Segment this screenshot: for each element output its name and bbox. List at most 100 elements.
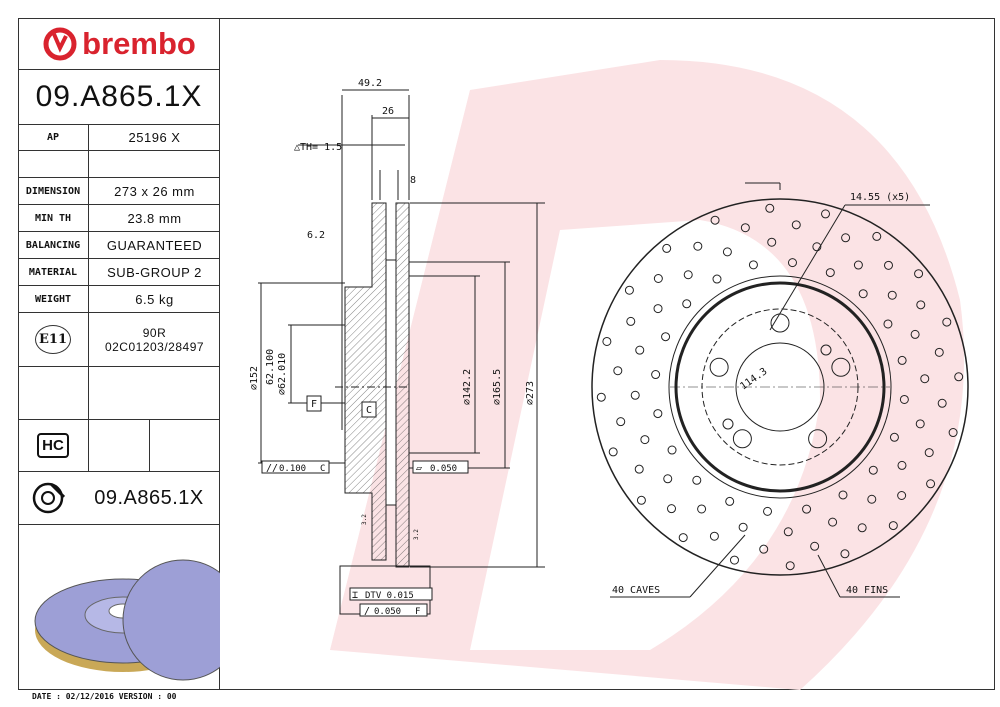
tol-runout-ref: F bbox=[415, 607, 420, 617]
blank-row bbox=[18, 367, 220, 420]
spec-row-material: MATERIAL SUB-GROUP 2 bbox=[18, 259, 220, 286]
drill-hole bbox=[692, 475, 702, 485]
drill-hole bbox=[709, 531, 719, 541]
svg-text:▱: ▱ bbox=[416, 463, 422, 474]
svg-text://: // bbox=[266, 463, 278, 474]
drilled-disc-icon bbox=[32, 482, 65, 514]
section-dimensions: 49.2 26 △TH= 1.5 8 6.2 ⌀152 62.100 ⌀62.0… bbox=[249, 78, 536, 617]
drill-hole bbox=[888, 521, 898, 531]
drill-hole bbox=[924, 448, 934, 458]
drill-hole bbox=[661, 332, 671, 342]
drill-hole bbox=[693, 241, 703, 251]
front-dimensions: 14.55 (x5) 114.3 40 CAVES 40 FINS bbox=[610, 182, 930, 598]
approval-code: 90R bbox=[142, 325, 167, 340]
drill-hole bbox=[954, 372, 964, 382]
spec-label: DIMENSION bbox=[18, 178, 89, 204]
spec-value: 25196 X bbox=[128, 130, 181, 145]
footer-part-row: 09.A865.1X bbox=[18, 472, 220, 525]
drill-hole bbox=[887, 290, 897, 300]
dim-pcd: 114.3 bbox=[738, 366, 769, 392]
drill-hole bbox=[926, 479, 936, 489]
drill-hole bbox=[651, 370, 661, 380]
dim-d165: ⌀165.5 bbox=[492, 369, 503, 405]
drill-hole bbox=[653, 304, 663, 314]
front-view bbox=[591, 198, 969, 576]
drill-hole bbox=[748, 260, 758, 270]
drill-hole bbox=[838, 490, 848, 500]
spec-value: 23.8 mm bbox=[127, 210, 182, 226]
drawing-frame bbox=[18, 18, 995, 690]
drill-hole bbox=[697, 504, 707, 514]
drill-hole bbox=[626, 316, 636, 326]
bolt-hole bbox=[709, 357, 729, 377]
roughness-2: 3.2 bbox=[413, 529, 420, 540]
drill-hole bbox=[841, 233, 851, 243]
drill-hole bbox=[934, 347, 944, 357]
drill-hole bbox=[740, 223, 750, 233]
spec-row-blank bbox=[18, 151, 220, 178]
drill-hole bbox=[678, 533, 688, 543]
bolt-hole bbox=[831, 357, 851, 377]
hc-row: HC bbox=[18, 420, 220, 472]
drill-hole bbox=[810, 541, 820, 551]
label-fins: 40 FINS bbox=[846, 585, 888, 596]
drill-hole bbox=[712, 274, 722, 284]
drill-hole bbox=[738, 522, 748, 532]
spec-label: WEIGHT bbox=[18, 286, 89, 312]
drill-hole bbox=[596, 392, 606, 402]
drill-hole bbox=[910, 329, 920, 339]
datum-c: C bbox=[366, 405, 372, 416]
drill-hole bbox=[828, 517, 838, 527]
drill-hole bbox=[653, 409, 663, 419]
drill-hole bbox=[640, 435, 650, 445]
drill-hole bbox=[812, 242, 822, 252]
brembo-logo: brembo bbox=[18, 18, 220, 70]
drill-hole bbox=[942, 317, 952, 327]
datum-f: F bbox=[311, 399, 317, 410]
dim-d142: ⌀142.2 bbox=[462, 369, 473, 405]
drill-hole bbox=[759, 544, 769, 554]
dim-bore-min: ⌀62.010 bbox=[277, 353, 288, 395]
drill-hole bbox=[937, 398, 947, 408]
drill-hole bbox=[667, 445, 677, 455]
footer-date-version: DATE : 02/12/2016 VERSION : 00 bbox=[32, 692, 177, 701]
drill-hole bbox=[616, 417, 626, 427]
drill-hole bbox=[858, 289, 868, 299]
drill-hole bbox=[767, 237, 777, 247]
spec-value: SUB-GROUP 2 bbox=[107, 264, 202, 280]
drill-hole bbox=[663, 474, 673, 484]
drill-hole bbox=[840, 549, 850, 559]
dim-delta-th: △TH= 1.5 bbox=[294, 142, 342, 153]
drill-hole bbox=[802, 504, 812, 514]
drill-hole bbox=[624, 285, 634, 295]
svg-text:⌶: ⌶ bbox=[352, 590, 358, 601]
spec-row-weight: WEIGHT 6.5 kg bbox=[18, 286, 220, 313]
drill-hole bbox=[653, 274, 663, 284]
drill-hole bbox=[635, 345, 645, 355]
part-number: 09.A865.1X bbox=[18, 70, 220, 125]
drill-hole bbox=[868, 465, 878, 475]
spec-value: 6.5 kg bbox=[135, 291, 174, 307]
drill-hole bbox=[729, 555, 739, 565]
drill-hole bbox=[914, 269, 924, 279]
drill-hole bbox=[916, 300, 926, 310]
drill-hole bbox=[763, 506, 773, 516]
drill-hole bbox=[722, 247, 732, 257]
locating-hole bbox=[820, 344, 832, 356]
roughness-1: 3.2 bbox=[361, 514, 368, 525]
drill-hole bbox=[948, 428, 958, 438]
drill-hole bbox=[897, 490, 907, 500]
drill-hole bbox=[821, 209, 831, 219]
drill-hole bbox=[785, 561, 795, 571]
drill-hole bbox=[636, 495, 646, 505]
hc-badge: HC bbox=[37, 433, 69, 458]
spec-label: MATERIAL bbox=[18, 259, 89, 285]
dim-d273: ⌀273 bbox=[525, 381, 536, 405]
drill-hole bbox=[897, 355, 907, 365]
drill-hole bbox=[682, 299, 692, 309]
dim-thickness: 26 bbox=[382, 106, 394, 117]
